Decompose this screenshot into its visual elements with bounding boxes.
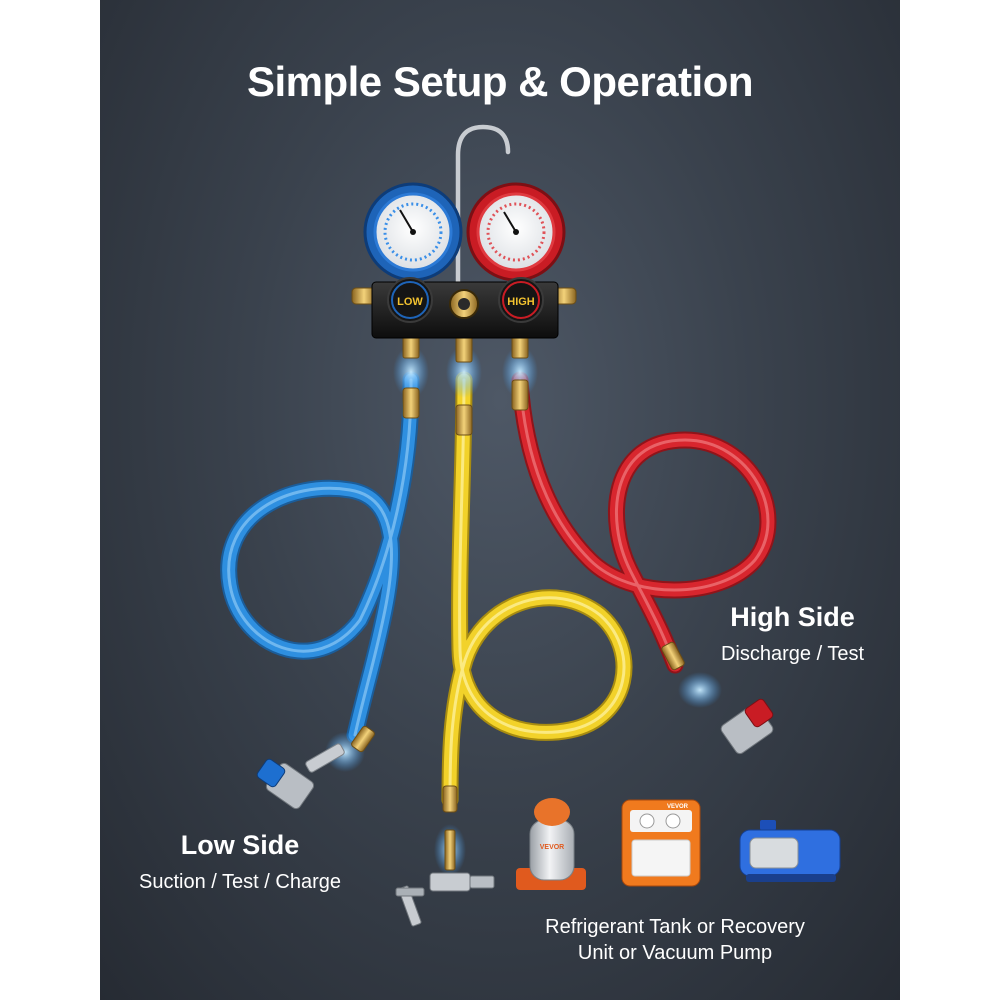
high-side-coupler bbox=[720, 698, 774, 755]
equipment-caption-line-1: Refrigerant Tank or Recovery bbox=[545, 916, 805, 938]
page-title: Simple Setup & Operation bbox=[246, 58, 754, 105]
low-knob-label: LOW bbox=[397, 296, 423, 308]
vacuum-pump-illustration bbox=[739, 820, 841, 882]
high-side-title: High Side bbox=[730, 602, 855, 632]
refrigerant-tank-illustration: VEVOR bbox=[516, 798, 586, 890]
can-tap-valve bbox=[395, 872, 495, 927]
manifold-block bbox=[351, 281, 577, 339]
high-knob-label: HIGH bbox=[507, 296, 535, 308]
low-side-title: Low Side bbox=[180, 830, 300, 860]
high-side-subtitle: Discharge / Test bbox=[720, 643, 865, 665]
recovery-unit-illustration: VEVOR bbox=[621, 799, 701, 887]
dark-background-panel: LOW HIGH bbox=[100, 0, 900, 1000]
manifold-gauge-illustration: LOW HIGH bbox=[220, 124, 841, 927]
high-pressure-gauge bbox=[466, 182, 566, 282]
connection-glow-highlights bbox=[325, 346, 722, 876]
tank-brand-label: VEVOR bbox=[540, 844, 565, 851]
low-side-hose bbox=[220, 371, 420, 744]
high-valve-knob: HIGH bbox=[498, 277, 544, 323]
low-side-coupler bbox=[256, 743, 345, 810]
low-valve-knob: LOW bbox=[387, 277, 433, 323]
equipment-caption-line-2: Unit or Vacuum Pump bbox=[577, 942, 773, 964]
utility-hose bbox=[441, 371, 633, 809]
hose-fittings bbox=[351, 335, 685, 871]
low-side-subtitle: Suction / Test / Charge bbox=[139, 871, 341, 893]
high-side-hose bbox=[511, 371, 777, 674]
hanging-hook bbox=[455, 124, 511, 288]
low-pressure-gauge bbox=[363, 182, 463, 282]
recovery-brand-label: VEVOR bbox=[667, 804, 689, 810]
